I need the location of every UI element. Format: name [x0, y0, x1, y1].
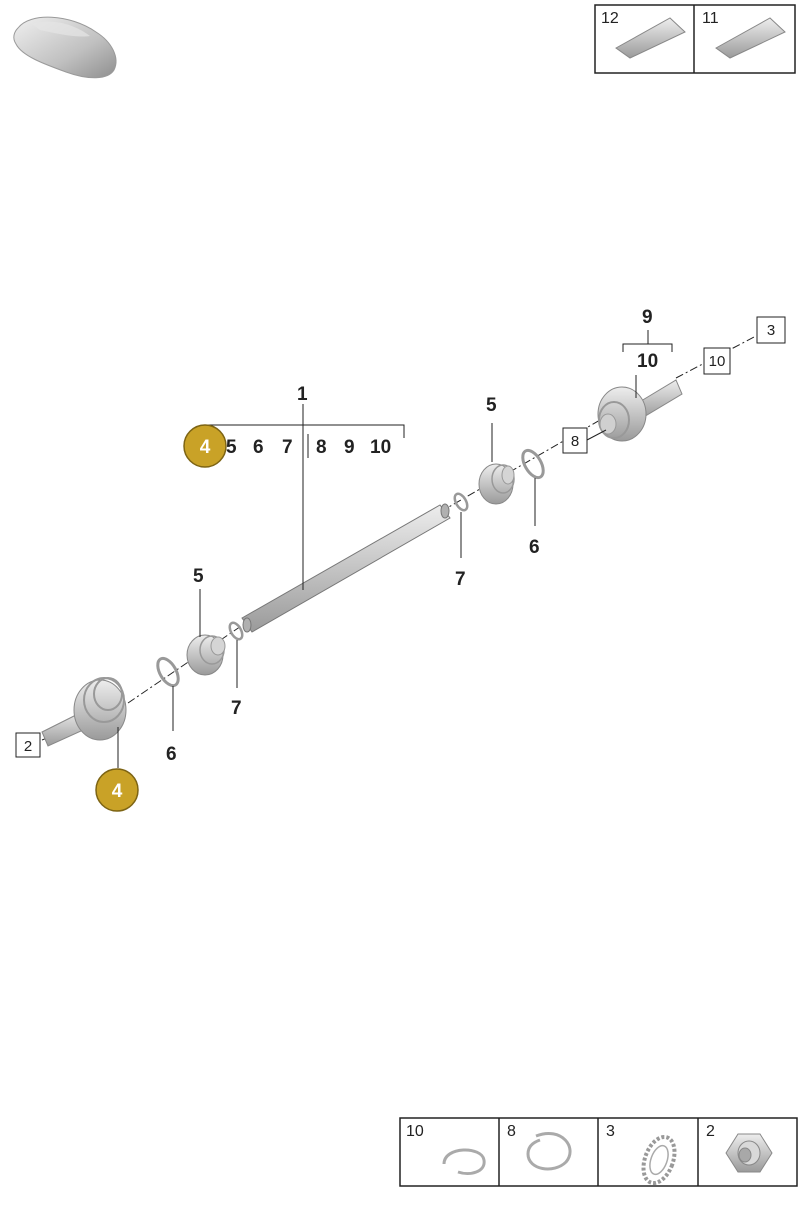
- hardware-panel: 10 8 3 2: [399, 1117, 798, 1187]
- boxed-ref-nut-left[interactable]: 2: [15, 732, 41, 758]
- callout-assembly[interactable]: 1: [297, 384, 308, 405]
- vehicle-thumbnail-icon: [13, 16, 117, 79]
- badge-bottom[interactable]: 4: [95, 768, 139, 812]
- boxed-ref-number: 8: [571, 433, 579, 450]
- boxed-ref-number: 10: [709, 353, 726, 370]
- badge-top[interactable]: 4: [183, 424, 227, 468]
- callout-group-item[interactable]: 9: [344, 437, 355, 458]
- assembly-axis: [41, 335, 757, 741]
- callout-ring-left[interactable]: 7: [231, 698, 242, 719]
- retaining-ring-icon: [442, 1148, 486, 1175]
- boot-right[interactable]: [478, 463, 515, 505]
- callout-ring-right[interactable]: 7: [455, 569, 466, 590]
- ring-left[interactable]: [227, 621, 245, 642]
- accessory-cell-12[interactable]: 12: [601, 10, 686, 59]
- callout-boot-left[interactable]: 5: [193, 566, 204, 587]
- badge-number: 4: [112, 781, 123, 802]
- accessories-panel: 12 11: [594, 4, 796, 74]
- accessory-number: 12: [601, 10, 619, 27]
- callout-assembly-group: 5 6 7 8 9 10: [226, 437, 391, 458]
- grease-tube-icon: [715, 17, 786, 59]
- cv-joint-right[interactable]: [597, 379, 683, 442]
- callout-group-item[interactable]: 5: [226, 437, 237, 458]
- callout-boot-right[interactable]: 5: [486, 395, 497, 416]
- callout-circlip-right[interactable]: 6: [529, 537, 540, 558]
- grease-tube-icon: [615, 17, 686, 59]
- drive-shaft[interactable]: [241, 503, 451, 633]
- hardware-number: 2: [706, 1123, 715, 1140]
- boxed-ref-nut-right[interactable]: 3: [756, 316, 786, 344]
- hardware-number: 8: [507, 1123, 516, 1140]
- cv-joint-left[interactable]: [41, 677, 127, 747]
- hardware-cell-10[interactable]: 10: [406, 1123, 486, 1175]
- accessory-number: 11: [702, 10, 719, 27]
- snap-ring-icon: [526, 1132, 572, 1171]
- circlip-right[interactable]: [519, 447, 548, 481]
- boxed-ref-number: 2: [24, 738, 32, 755]
- boxed-ref-ring-right[interactable]: 10: [703, 347, 731, 375]
- hardware-cell-8[interactable]: 8: [507, 1123, 572, 1171]
- collar-nut-icon: [725, 1133, 773, 1173]
- callout-group-item[interactable]: 6: [253, 437, 264, 458]
- boxed-ref-circlip-joint[interactable]: 8: [562, 427, 588, 454]
- callout-circlip-left[interactable]: 6: [166, 744, 177, 765]
- accessory-cell-11[interactable]: 11: [702, 10, 786, 59]
- boot-left[interactable]: [186, 634, 226, 676]
- callout-joint-right-top[interactable]: 9: [642, 307, 653, 328]
- ring-right[interactable]: [452, 492, 470, 513]
- boxed-ref-number: 3: [767, 322, 775, 339]
- hardware-number: 10: [406, 1123, 424, 1140]
- badge-number: 4: [200, 437, 211, 458]
- hardware-number: 3: [606, 1123, 615, 1140]
- hardware-cell-3[interactable]: 3: [606, 1123, 680, 1187]
- callout-group-item[interactable]: 7: [282, 437, 293, 458]
- lock-washer-icon: [641, 1134, 677, 1186]
- callout-joint-right-bottom[interactable]: 10: [637, 351, 658, 372]
- circlip-left[interactable]: [154, 655, 183, 689]
- callout-group-item[interactable]: 10: [370, 437, 391, 458]
- callout-group-item[interactable]: 8: [316, 437, 327, 458]
- hardware-cell-2[interactable]: 2: [706, 1123, 773, 1173]
